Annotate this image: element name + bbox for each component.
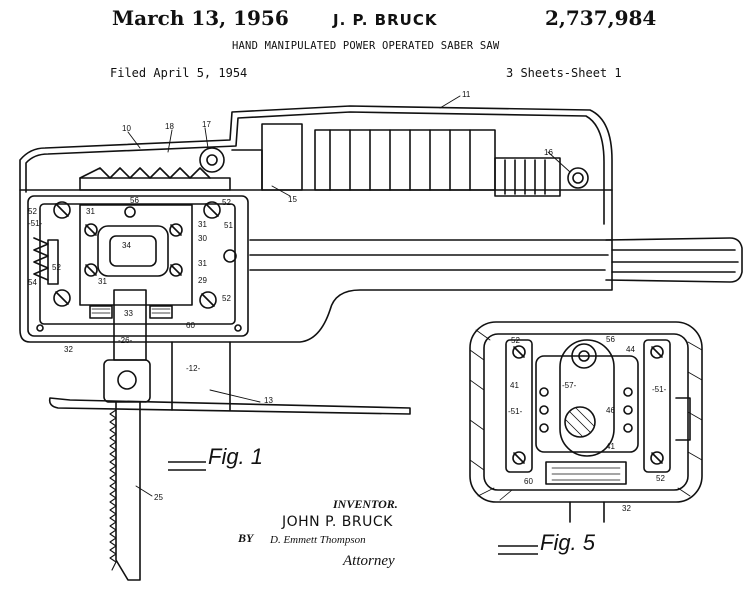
attorney-signature: D. Emmett Thompson: [270, 534, 366, 546]
fig1-numeral: 31: [198, 220, 207, 229]
fig1-numeral: 10: [122, 124, 131, 133]
fig1-numeral: 13: [264, 396, 273, 405]
fig1-numeral: 15: [288, 195, 297, 204]
inventor-name: JOHN P. BRUCK: [282, 514, 393, 530]
fig1-numeral: 31: [198, 259, 207, 268]
by-label: BY: [238, 531, 254, 545]
fig1-numeral: 33: [124, 309, 133, 318]
fig5-label: Fig. 5: [540, 530, 596, 555]
fig5-numeral: -51-: [652, 385, 667, 394]
fig5-numeral: -51-: [508, 407, 523, 416]
fig1-numeral: 30: [198, 234, 207, 243]
fig1-numeral: -12-: [186, 364, 201, 373]
filed-date: Filed April 5, 1954: [110, 66, 248, 80]
fig1-numeral: 16: [544, 148, 553, 157]
fig1-numeral: 32: [64, 345, 73, 354]
leader-lines-fig1: [127, 95, 571, 497]
patent-date: March 13, 1956: [112, 6, 289, 30]
fig1-numeral: 52: [222, 198, 231, 207]
fig1-numeral: 18: [165, 122, 174, 131]
fig5-underline: [498, 545, 538, 555]
fig1-numeral: 31: [98, 277, 107, 286]
patent-title: HAND MANIPULATED POWER OPERATED SABER SA…: [232, 40, 500, 52]
fig5-section: [469, 321, 703, 523]
saw-shoe: [48, 397, 411, 415]
crank-assembly: [27, 195, 249, 337]
fig5-numeral: 60: [524, 477, 533, 486]
inventor-header: J. P. BRUCK: [333, 11, 438, 29]
fig5-numeral: 32: [622, 504, 631, 513]
fig5-numeral: 41: [606, 442, 615, 451]
reference-numerals: 10 18 17 11 16 15 52 56 52 -51- 31 31 34 30 51 31 29 54 52…: [28, 90, 667, 513]
fig1-numeral: 17: [202, 120, 211, 129]
attorney-label: Attorney: [343, 553, 395, 569]
fig1-numeral: 54: [28, 278, 37, 287]
fig1-numeral: 11: [462, 90, 471, 99]
fig1-numeral: 56: [130, 196, 139, 205]
fig1-numeral: 52: [28, 207, 37, 216]
fig1-numeral: -51-: [28, 219, 43, 228]
sheet-count: 3 Sheets-Sheet 1: [506, 66, 622, 80]
patent-number: 2,737,984: [545, 6, 657, 30]
fig1-label: Fig. 1: [208, 444, 264, 469]
fig5-numeral: 44: [626, 345, 635, 354]
fig5-numeral: 41: [510, 381, 519, 390]
fig5-numeral: -57-: [562, 381, 577, 390]
fig1-numeral: 52: [222, 294, 231, 303]
fig1-numeral: 25: [154, 493, 163, 502]
fig1-underline: [168, 461, 206, 471]
fig1-numeral: 51: [224, 221, 233, 230]
fig1-numeral: 60: [186, 321, 195, 330]
fig1-numeral: 52: [52, 263, 61, 272]
fig5-numeral: 46: [606, 406, 615, 415]
fig1-numeral: 29: [198, 276, 207, 285]
blade-holder: [103, 289, 231, 411]
saw-blade: [109, 401, 141, 581]
fig5-numeral: 52: [511, 336, 520, 345]
fig5-numeral: 52: [656, 474, 665, 483]
saw-housing: [19, 105, 613, 343]
fig5-numeral: 56: [606, 335, 615, 344]
fig1-numeral: -26-: [118, 336, 133, 345]
fig1-numeral: 34: [122, 241, 131, 250]
inventor-label: INVENTOR.: [333, 497, 398, 511]
saw-handle: [605, 237, 743, 283]
fig1-numeral: 31: [86, 207, 95, 216]
